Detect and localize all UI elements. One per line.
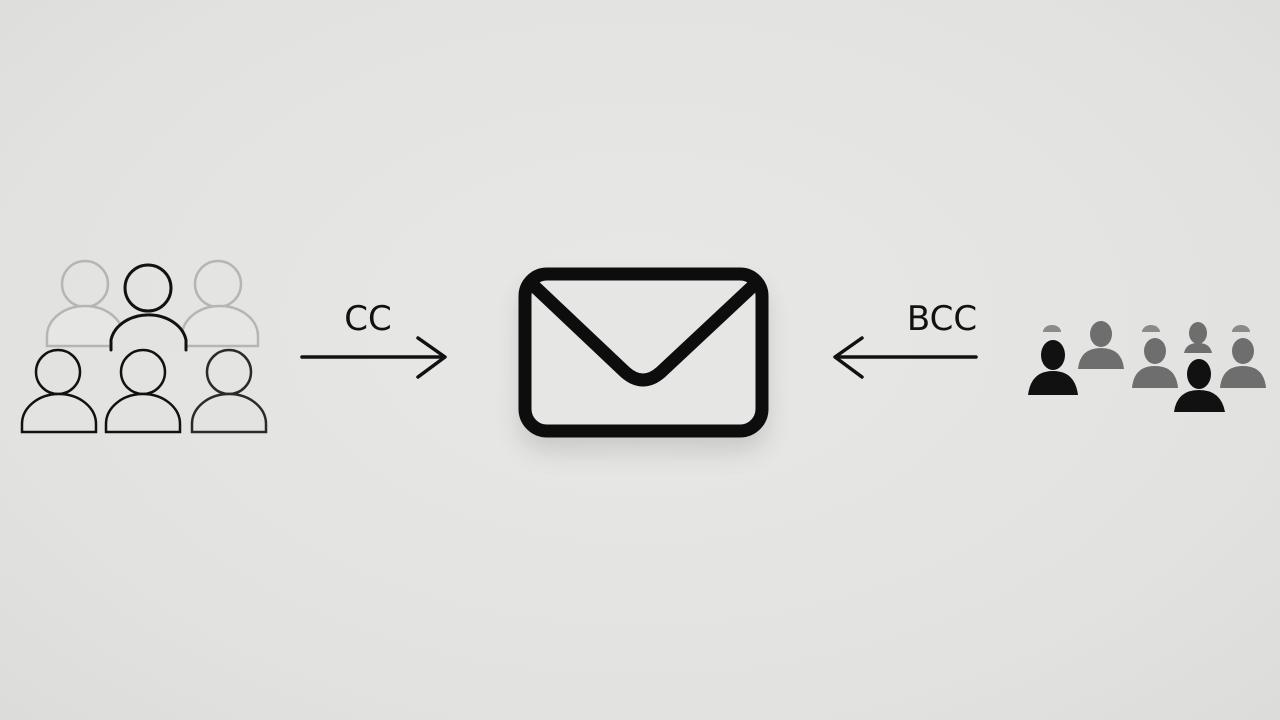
person-outline-icon — [45, 259, 125, 348]
right-arrow-icon — [300, 336, 447, 379]
person-silhouette-icon — [1184, 322, 1212, 353]
person-outline-icon — [20, 348, 98, 434]
person-silhouette-icon — [1043, 325, 1061, 332]
person-outline-icon — [104, 348, 182, 434]
person-outline-icon — [190, 348, 268, 434]
person-silhouette-icon — [1174, 359, 1225, 412]
person-silhouette-icon — [1232, 325, 1250, 332]
person-silhouette-icon — [1028, 340, 1078, 395]
person-silhouette-icon — [1132, 338, 1178, 388]
person-outline-icon — [109, 263, 188, 352]
bcc-recipients-group — [1028, 321, 1266, 412]
cc-recipients-group — [20, 259, 268, 434]
person-silhouette-icon — [1078, 321, 1124, 369]
person-outline-icon — [180, 259, 260, 348]
person-silhouette-icon — [1220, 338, 1266, 388]
bcc-label: BCC — [907, 299, 977, 339]
envelope-icon — [518, 267, 769, 438]
cc-label: CC — [344, 299, 391, 339]
person-silhouette-icon — [1142, 325, 1160, 332]
left-arrow-icon — [833, 336, 978, 379]
